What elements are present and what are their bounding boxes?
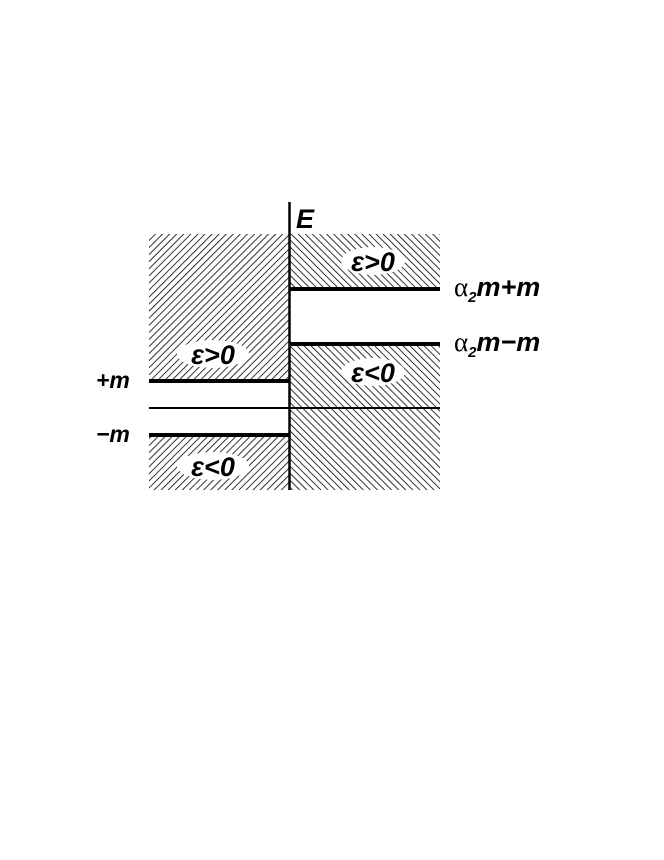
level-alpha2m-minus-m-label: α2m−m: [454, 327, 540, 361]
label-bg: [341, 358, 405, 386]
label-bg: [341, 247, 405, 275]
label-bg: [177, 452, 249, 480]
left-lower-region-label: ε<0: [191, 452, 235, 482]
level-plus-m-label: +m: [96, 367, 130, 393]
level-minus-m-label: −m: [96, 421, 130, 447]
axis-label-E: E: [296, 204, 315, 234]
right-upper-region-label: ε>0: [351, 247, 395, 277]
left-upper-region-label: ε>0: [191, 340, 235, 370]
level-alpha2m-plus-m-label: α2m+m: [454, 272, 540, 306]
right-lower-region-label: ε<0: [351, 358, 395, 388]
label-bg: [177, 340, 249, 368]
